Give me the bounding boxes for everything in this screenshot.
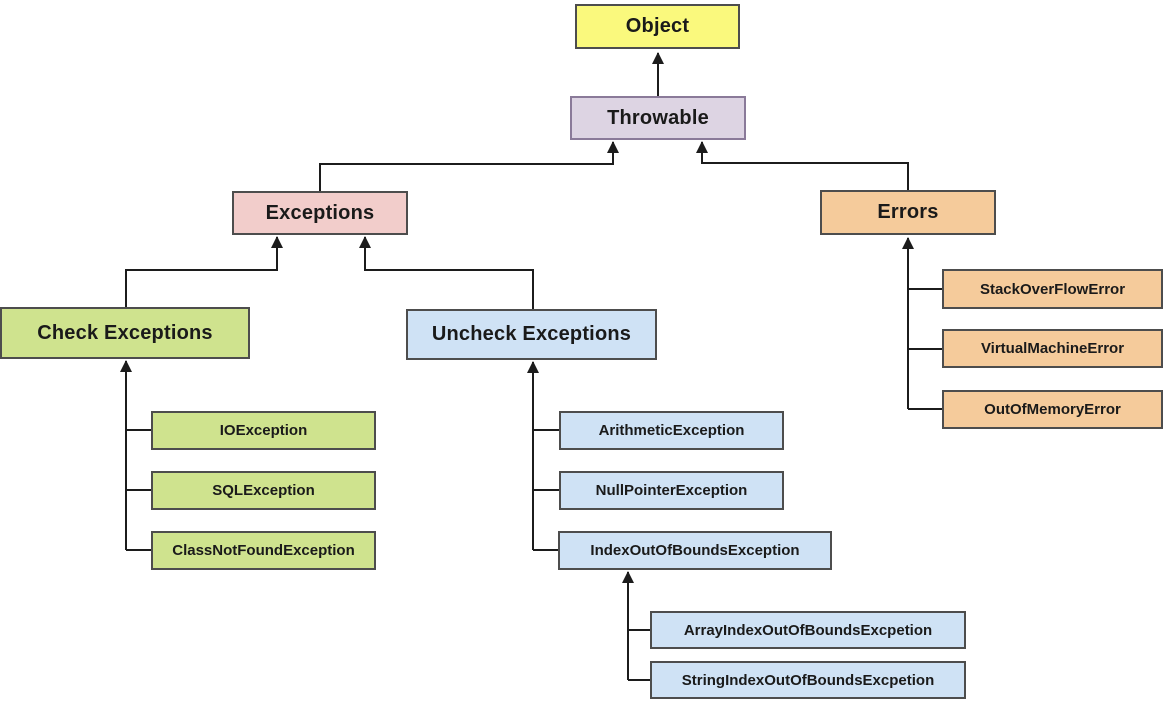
node-errors: Errors — [820, 190, 996, 235]
node-classnotfoundexception: ClassNotFoundException — [151, 531, 376, 570]
node-uncheck-exceptions: Uncheck Exceptions — [406, 309, 657, 360]
connector-exceptions-throwable — [319, 141, 619, 191]
node-nullpointerexception: NullPointerException — [559, 471, 784, 510]
node-virtualmachineerror: VirtualMachineError — [942, 329, 1163, 368]
node-arrayindexoutofbounds: ArrayIndexOutOfBoundsExcpetion — [650, 611, 966, 649]
node-throwable: Throwable — [570, 96, 746, 140]
node-object: Object — [575, 4, 740, 49]
node-ioexception: IOException — [151, 411, 376, 450]
node-check-exceptions: Check Exceptions — [0, 307, 250, 359]
node-arithmeticexception: ArithmeticException — [559, 411, 784, 450]
connector-errors-throwable — [696, 141, 909, 190]
node-outofmemoryerror: OutOfMemoryError — [942, 390, 1163, 429]
node-stackoverflowerror: StackOverFlowError — [942, 269, 1163, 309]
connector-check-exceptions — [125, 236, 283, 307]
node-sqlexception: SQLException — [151, 471, 376, 510]
node-stringindexoutofbounds: StringIndexOutOfBoundsExcpetion — [650, 661, 966, 699]
connector-uncheck-exceptions — [359, 236, 534, 309]
node-indexoutofboundsexception: IndexOutOfBoundsException — [558, 531, 832, 570]
node-exceptions: Exceptions — [232, 191, 408, 235]
